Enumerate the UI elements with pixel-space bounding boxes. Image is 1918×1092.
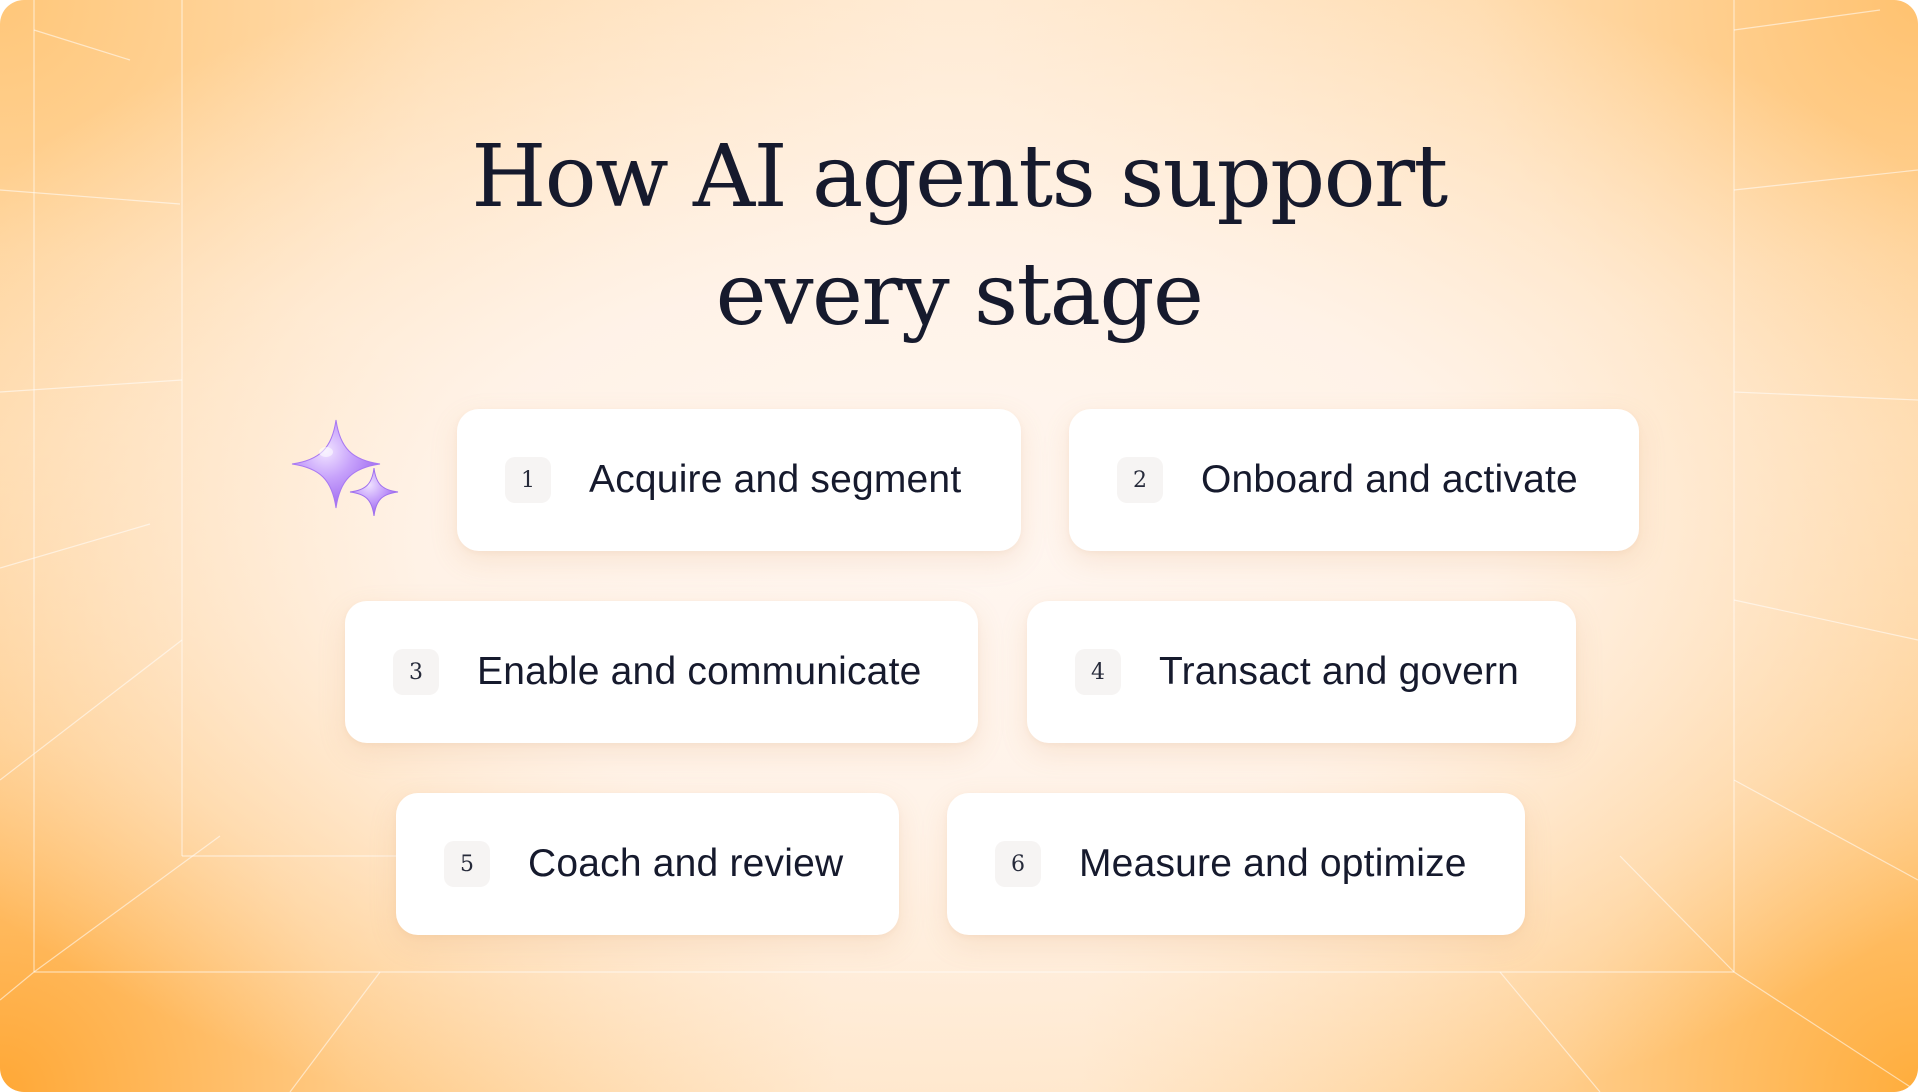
title-line-1: How AI agents support: [471, 127, 1448, 227]
stage-card-2: 2 Onboard and activate: [1069, 409, 1639, 551]
stage-number-badge: 4: [1075, 649, 1121, 695]
stage-number-badge: 6: [995, 841, 1041, 887]
stage-card-5: 5 Coach and review: [396, 793, 899, 935]
page-title: How AI agents support every stage: [0, 118, 1918, 354]
stage-label: Measure and optimize: [1079, 842, 1467, 885]
stage-label: Enable and communicate: [477, 650, 922, 693]
stage-card-4: 4 Transact and govern: [1027, 601, 1576, 743]
stage-label: Onboard and activate: [1201, 458, 1578, 501]
stage-card-1: 1 Acquire and segment: [457, 409, 1021, 551]
stage-number-badge: 3: [393, 649, 439, 695]
stage-label: Coach and review: [528, 842, 844, 885]
stage-number-badge: 1: [505, 457, 551, 503]
stage-label: Transact and govern: [1159, 650, 1520, 693]
stage-number-badge: 2: [1117, 457, 1163, 503]
stage-card-3: 3 Enable and communicate: [345, 601, 978, 743]
stage-card-6: 6 Measure and optimize: [947, 793, 1525, 935]
stage-label: Acquire and segment: [589, 458, 962, 501]
stage-number-badge: 5: [444, 841, 490, 887]
title-line-2: every stage: [715, 245, 1204, 345]
sparkle-icon: [291, 419, 399, 517]
